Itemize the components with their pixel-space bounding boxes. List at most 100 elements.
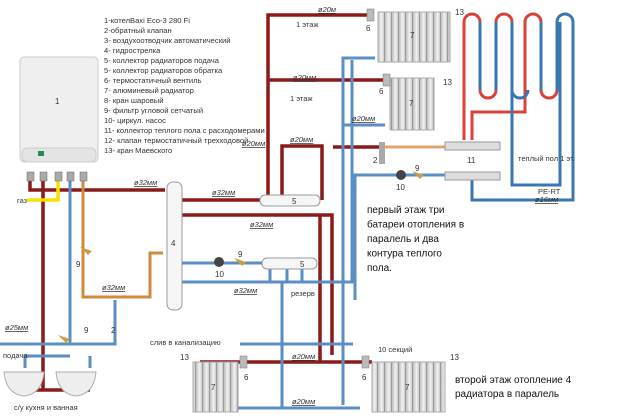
text-line: 10- циркул. насос: [104, 116, 166, 125]
text-line: 13- кран Маевского: [104, 146, 172, 155]
second-floor-note: второй этаж отопление 4 радиатора в парал…: [455, 375, 572, 400]
text-line: 5- коллектор радиаторов подача: [104, 56, 220, 65]
radiator-floor1-a[interactable]: 7: [377, 11, 451, 63]
supply-pipes: [25, 13, 385, 392]
boiler-loop-pipe: [81, 172, 163, 299]
pump-icon: [214, 257, 224, 267]
radiator-floor1-b[interactable]: 7: [389, 77, 435, 131]
thermostatic-valves: [239, 8, 391, 369]
diameter-label: ø20мм: [290, 135, 313, 144]
legend: 1-котелBaxi Eco-3 280 Fi2-обратный клапа…: [104, 16, 265, 155]
floor1-label: 1 этаж: [290, 94, 312, 103]
collector-supply-number: 5: [292, 197, 297, 206]
floor1-label: 1 этаж: [296, 20, 318, 29]
gas-pipe: [27, 172, 60, 202]
text-line: паралель и два: [367, 234, 439, 245]
radiator-floor2-a[interactable]: 7: [192, 361, 239, 413]
floor-manifold[interactable]: 11: [444, 141, 501, 181]
filter-icon: [234, 258, 246, 266]
water-supply-label: подача: [3, 351, 28, 360]
valve-number: 6: [362, 373, 367, 382]
text-line: контура теплого: [367, 249, 442, 260]
reserve-label: резерв: [291, 289, 315, 298]
diameter-label: ø20мм: [352, 114, 375, 123]
floor2-supply: [200, 215, 372, 364]
floor-filter-icon: [412, 171, 424, 179]
mayevsky-number: 13: [450, 353, 459, 362]
return-pipes: [0, 56, 445, 410]
diameter-label: ø16мм: [535, 195, 558, 204]
hydro-to-upper: [182, 213, 334, 355]
sink-kitchen: [3, 371, 45, 397]
sub-loop: [280, 144, 324, 200]
bottom-filter-number: 9: [84, 326, 89, 335]
diameter-label: ø20м: [318, 5, 336, 14]
valve-number: 6: [379, 87, 384, 96]
text-line: 8- кран шаровый: [104, 96, 163, 105]
mayevsky-number: 13: [180, 353, 189, 362]
valve-number: 6: [366, 24, 371, 33]
diameter-label: ø20мм: [292, 397, 315, 406]
diameter-label: ø32мм: [102, 283, 125, 292]
floor-loop-supply: [462, 12, 559, 140]
diameter-label: ø32мм: [250, 220, 273, 229]
boiler-filter-number: 9: [76, 260, 81, 269]
valve-number: 6: [244, 373, 249, 382]
bathroom-cold: [23, 354, 92, 368]
text-line: второй этаж отопление 4: [455, 375, 572, 386]
diameter-label: ø32мм: [212, 188, 235, 197]
text-line: 2-обратный клапан: [104, 26, 172, 35]
boiler[interactable]: 1: [19, 56, 99, 163]
floor-pump-number: 10: [396, 183, 405, 192]
diameter-label: ø20мм: [242, 139, 265, 148]
drain-label: слив в канализацию: [150, 338, 221, 347]
text-line: 12- клапан термостатичный трехходовой: [104, 136, 248, 145]
radiator-number: 7: [410, 31, 415, 40]
floor-loop-return: [470, 12, 575, 202]
diameter-label: ø20мм: [292, 352, 315, 361]
floor-heating-loops: [462, 12, 575, 202]
riser-red: [266, 13, 370, 195]
text-line: первый этаж три: [367, 205, 445, 216]
text-line: 7- алюминевый радиатор: [104, 86, 194, 95]
floor-filter-number: 9: [415, 164, 420, 173]
text-line: 5- коллектор радиаторов обратка: [104, 66, 223, 75]
filter-number: 9: [238, 250, 243, 259]
bottom-filter-icon: [58, 335, 70, 343]
floor2-return: [237, 282, 360, 410]
text-line: 6- термостатичный вентиль: [104, 76, 202, 85]
mayevsky-number: 13: [443, 78, 452, 87]
sections-label: 10 секций: [378, 345, 412, 354]
hydro-number: 4: [171, 239, 176, 248]
text-line: 4- гидрострелка: [104, 46, 161, 55]
text-line: радиатора в паралель: [455, 389, 559, 400]
bottom-check-valve-number: 2: [111, 326, 116, 335]
hydro-separator[interactable]: 4: [166, 181, 183, 311]
text-line: 11- коллектор теплого пола с расходомера…: [104, 126, 265, 135]
collector-supply[interactable]: 5: [259, 194, 321, 207]
first-floor-note: первый этаж три батареи отопления в парале…: [367, 205, 464, 274]
radiator-number: 7: [211, 383, 216, 392]
collector-return[interactable]: 5: [261, 257, 318, 270]
water-supply-line: [0, 300, 117, 346]
gas-label: газ: [17, 196, 28, 205]
boiler-filter-icon: [80, 247, 92, 255]
pert-label: PE-RT: [538, 187, 561, 196]
diameter-label: ø32мм: [234, 286, 257, 295]
radiator-floor2-b[interactable]: 7: [371, 361, 446, 413]
radiator-number: 7: [409, 99, 414, 108]
boiler-display: [38, 151, 44, 156]
text-line: 9- фильтр угловой сетчатый: [104, 106, 203, 115]
radiator-number: 7: [405, 383, 410, 392]
floor-3way-valve: [379, 142, 385, 164]
diameter-label: ø20мм: [293, 73, 316, 82]
floor-check-valve-number: 2: [373, 156, 378, 165]
text-line: батареи отопления в: [367, 219, 464, 231]
bathroom-label: с/у кухня и ванная: [14, 403, 78, 412]
boiler-valves: [26, 171, 88, 182]
text-line: 1-котелBaxi Eco-3 280 Fi: [104, 16, 190, 25]
collector-return-number: 5: [300, 260, 305, 269]
diameter-label: ø25мм: [5, 323, 28, 332]
pump-number: 10: [215, 270, 224, 279]
